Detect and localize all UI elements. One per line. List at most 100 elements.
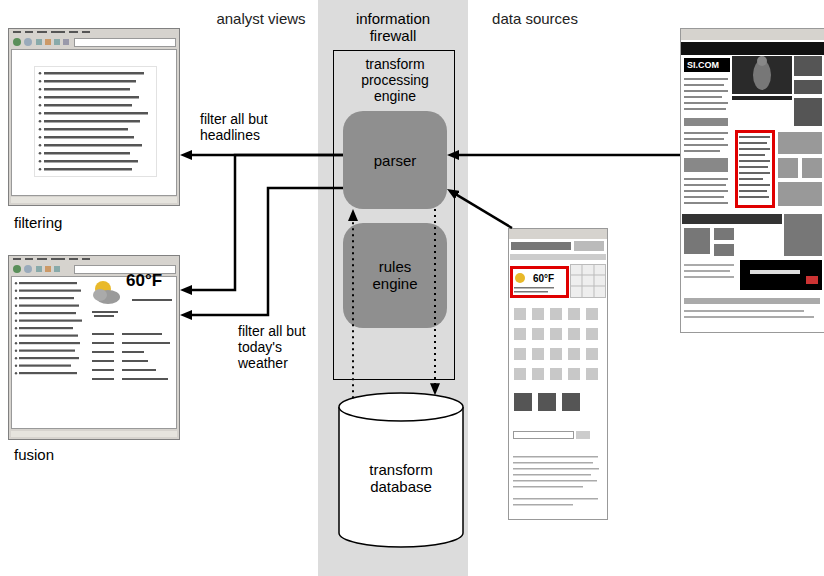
column-label: data sources <box>488 10 582 27</box>
browser-window <box>39 72 42 75</box>
web-page-screenshot <box>514 368 526 380</box>
web-page-screenshot <box>509 229 608 520</box>
edge-label: filter all but today's weather <box>236 322 314 372</box>
browser-window <box>15 282 82 374</box>
column-label-box: analyst views <box>216 10 306 27</box>
web-page-screenshot <box>684 228 710 254</box>
web-page-screenshot <box>513 498 598 500</box>
browser-window <box>15 305 17 307</box>
browser-window <box>54 266 60 272</box>
web-page-screenshot <box>682 214 782 224</box>
web-page-screenshot <box>750 270 800 274</box>
web-page-screenshot <box>739 148 770 150</box>
web-page-screenshot <box>574 241 604 251</box>
web-page-screenshot <box>513 462 593 464</box>
web-page-screenshot <box>571 265 606 298</box>
web-page-screenshot <box>568 328 580 340</box>
analyst-view-window: filtering <box>8 28 180 233</box>
web-page-screenshot <box>586 368 598 380</box>
node-text: transform database <box>346 461 456 496</box>
node-text: SI.COM <box>687 60 729 70</box>
web-page-screenshot <box>513 480 597 482</box>
web-page-screenshot <box>684 138 724 140</box>
web-page-screenshot <box>739 172 770 174</box>
browser-window <box>15 290 17 292</box>
browser-window <box>39 168 42 171</box>
web-page-screenshot <box>684 310 804 312</box>
web-page-screenshot <box>550 348 562 360</box>
web-page-screenshot <box>757 56 767 66</box>
browser-window <box>44 168 132 171</box>
web-page-screenshot <box>513 504 573 506</box>
web-page-screenshot <box>684 178 728 180</box>
browser-window <box>15 335 17 337</box>
browser-window <box>19 305 79 307</box>
web-page-screenshot <box>586 308 598 320</box>
web-page-screenshot <box>684 150 720 152</box>
engine-box: parserrules enginetransform processing e… <box>333 50 455 380</box>
browser-window <box>44 136 134 139</box>
browser-window <box>19 372 77 374</box>
web-page-screenshot <box>684 90 728 92</box>
web-page-screenshot <box>684 84 724 86</box>
browser-window <box>92 342 114 344</box>
web-page-screenshot <box>684 264 820 318</box>
web-page-screenshot <box>684 58 730 72</box>
process-box: rules engine <box>343 223 447 328</box>
web-page-screenshot <box>514 287 554 289</box>
web-page-screenshot <box>514 393 580 411</box>
browser-window <box>92 299 172 380</box>
web-page-screenshot <box>513 456 599 506</box>
web-page-screenshot <box>732 56 792 94</box>
browser-window <box>37 31 47 33</box>
browser-window <box>51 258 65 260</box>
flow-arrow <box>457 154 680 157</box>
database-cylinder: transform database <box>338 392 464 548</box>
browser-window <box>25 258 33 260</box>
web-page-screenshot <box>684 118 728 126</box>
edge-label-box: filter all but headlines <box>198 110 293 144</box>
browser-window <box>122 360 148 362</box>
web-page-screenshot <box>532 308 544 320</box>
browser-window <box>15 350 17 352</box>
web-page-screenshot <box>586 348 598 360</box>
node-text: 60°F <box>533 273 563 285</box>
edge-label-box: filter all but today's weather <box>236 322 314 372</box>
web-page-screenshot <box>513 456 598 458</box>
web-page-screenshot <box>594 264 595 298</box>
browser-window <box>82 258 90 260</box>
browser-window <box>12 277 177 429</box>
cylinder-body <box>339 407 463 547</box>
web-page-screenshot <box>778 132 822 154</box>
browser-window <box>13 265 21 273</box>
browser-window <box>39 96 42 99</box>
browser-window <box>25 31 33 33</box>
web-page-screenshot <box>514 432 574 439</box>
browser-window <box>15 357 17 359</box>
web-page-screenshot <box>681 42 824 55</box>
web-page-screenshot <box>532 368 544 380</box>
source-web-page: 60°F <box>508 228 608 520</box>
web-page-screenshot <box>739 154 765 156</box>
web-page-screenshot <box>515 273 525 283</box>
browser-window <box>35 67 157 177</box>
browser-window <box>19 290 81 292</box>
web-page-screenshot <box>514 393 532 411</box>
web-page-screenshot <box>684 214 822 256</box>
browser-window <box>12 50 177 196</box>
web-page-screenshot <box>684 132 728 134</box>
browser-window <box>39 136 42 139</box>
web-page-screenshot <box>568 348 580 360</box>
web-page-screenshot <box>794 56 822 76</box>
web-page-screenshot <box>684 158 728 172</box>
web-page-screenshot <box>514 308 598 380</box>
web-page-screenshot <box>684 316 814 318</box>
browser-window <box>13 31 90 33</box>
browser-window <box>37 258 47 260</box>
browser-window <box>39 160 42 163</box>
browser-window <box>19 335 78 337</box>
web-page-screenshot <box>586 328 598 340</box>
browser-window <box>19 342 80 344</box>
web-page-screenshot <box>513 474 591 476</box>
browser-window <box>11 197 177 203</box>
